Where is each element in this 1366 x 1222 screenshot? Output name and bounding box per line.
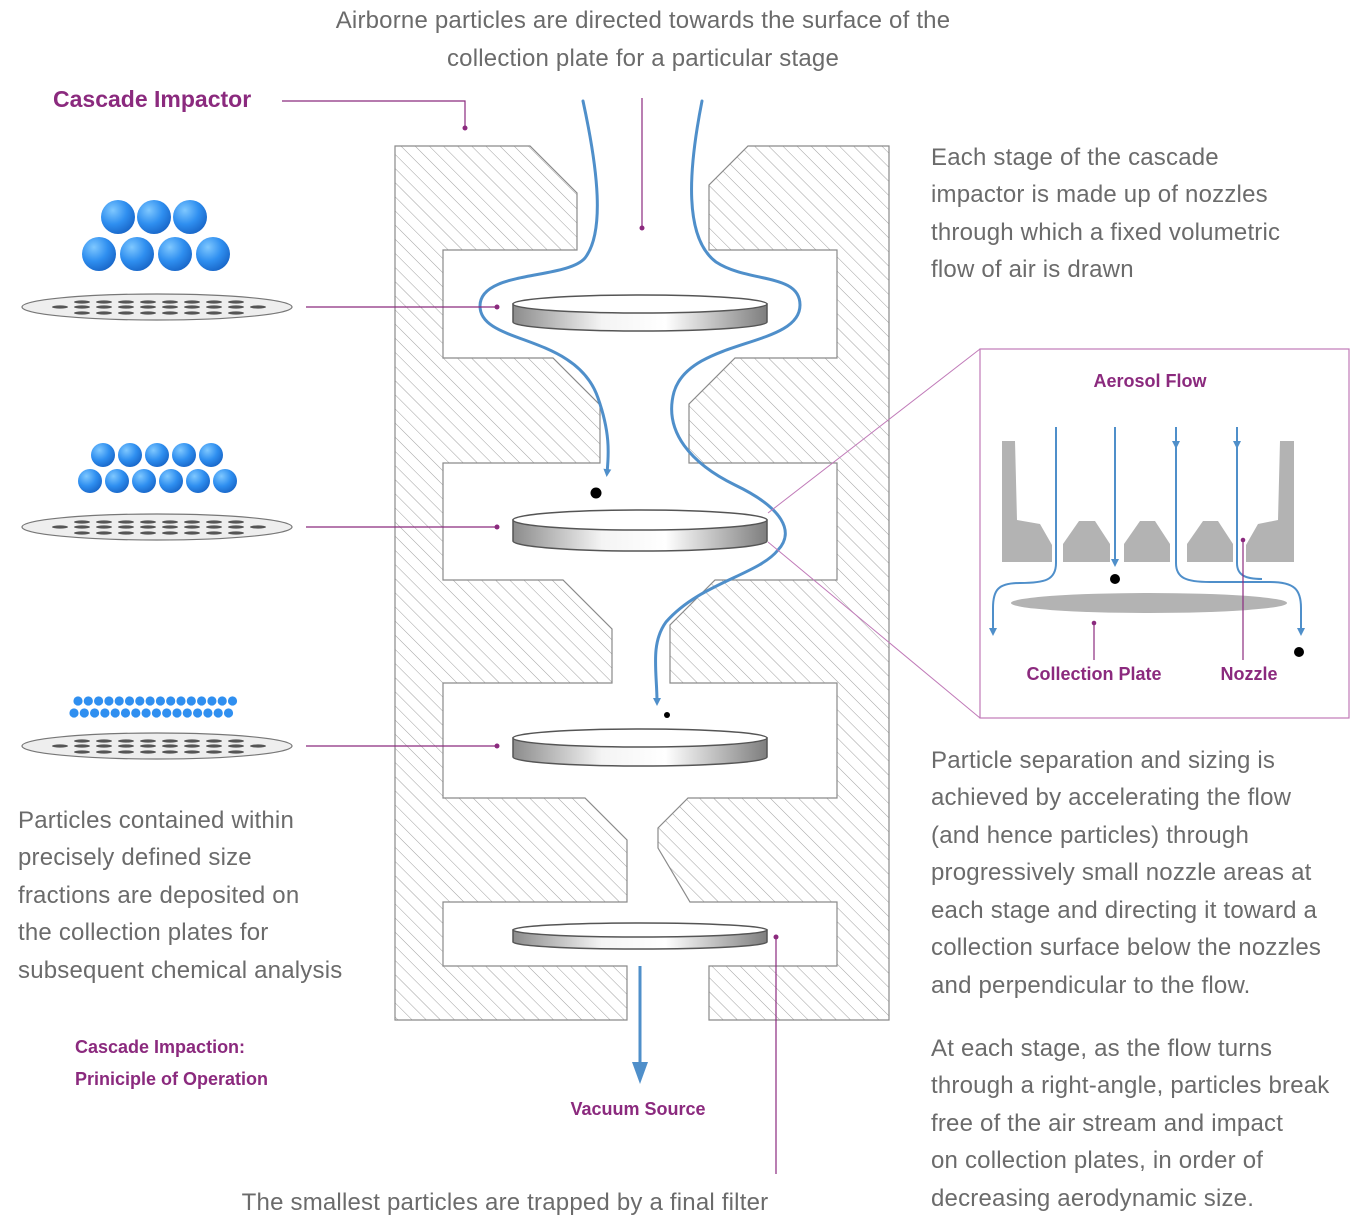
right-intro-line-3: through which a fixed volumetric xyxy=(931,219,1281,246)
small-particle xyxy=(145,696,155,706)
right-para1-line-6: collection surface below the nozzles xyxy=(931,934,1322,961)
small-particle xyxy=(176,696,186,706)
inset-nozzle-label: Nozzle xyxy=(1220,664,1278,684)
impactor-body xyxy=(394,145,890,1021)
small-particle xyxy=(227,696,238,706)
particle-dot-stage-3 xyxy=(664,712,670,718)
plate-stage-3 xyxy=(512,728,768,767)
small-particle xyxy=(141,708,151,718)
right-para1-line-3: (and hence particles) through xyxy=(931,822,1249,849)
sample-plate-small xyxy=(21,696,293,760)
page-title: Cascade Impactor xyxy=(53,86,252,112)
small-particle xyxy=(131,708,141,718)
right-intro-line-2: impactor is made up of nozzles xyxy=(931,181,1268,208)
right-para2-line-2: through a right-angle, particles break xyxy=(931,1072,1330,1099)
right-para1-line-4: progressively small nozzle areas at xyxy=(931,859,1312,886)
plate-final-filter xyxy=(512,922,768,950)
small-particle xyxy=(100,708,110,718)
leader-dots xyxy=(462,125,779,940)
sample-plate-medium xyxy=(21,443,293,541)
inset-particle-2 xyxy=(1294,647,1304,657)
right-para1-line-2: achieved by accelerating the flow xyxy=(931,784,1292,811)
small-particle xyxy=(124,696,135,706)
left-text-line-1: Particles contained within xyxy=(18,807,295,834)
inset-connector-top xyxy=(767,348,981,514)
right-para2-line-4: on collection plates, in order of xyxy=(931,1147,1264,1174)
inset-title: Aerosol Flow xyxy=(1093,371,1207,391)
plate-stage-2 xyxy=(512,509,768,552)
small-particle xyxy=(110,708,120,718)
top-caption-line-1: Airborne particles are directed towards … xyxy=(335,7,951,34)
small-particle xyxy=(207,696,217,706)
right-intro-line-1: Each stage of the cascade xyxy=(931,144,1219,171)
small-particle xyxy=(90,708,100,718)
small-particle xyxy=(151,708,161,718)
small-particle xyxy=(83,696,93,706)
plate-stage-1 xyxy=(512,294,768,332)
left-text-line-3: fractions are deposited on xyxy=(18,882,300,909)
right-intro-line-4: flow of air is drawn xyxy=(931,256,1134,283)
inset-nozzle-block xyxy=(1002,441,1294,562)
sample-plate-large xyxy=(21,200,293,321)
small-particle xyxy=(73,696,83,706)
right-para1-line-1: Particle separation and sizing is xyxy=(931,747,1276,774)
inset-particle-1 xyxy=(1110,574,1120,584)
small-particle xyxy=(155,696,165,706)
right-para2-line-5: decreasing aerodynamic size. xyxy=(931,1185,1255,1212)
inset-detail xyxy=(767,348,1350,719)
right-para2-line-3: free of the air stream and impact xyxy=(931,1110,1284,1137)
small-particle xyxy=(197,696,207,706)
sample-plates xyxy=(21,200,293,760)
flow-line-left xyxy=(478,99,612,477)
right-para1-line-7: and perpendicular to the flow. xyxy=(931,972,1251,999)
left-text-line-4: the collection plates for xyxy=(18,919,269,946)
small-particle xyxy=(69,708,79,718)
small-particle xyxy=(217,696,227,706)
small-particle xyxy=(104,696,114,706)
small-particle xyxy=(182,708,192,718)
impactor-plates xyxy=(512,294,768,950)
figure-caption-line-1: Cascade Impaction: xyxy=(75,1037,246,1057)
air-flow-lines xyxy=(478,99,802,706)
medium-particles xyxy=(78,443,237,493)
small-particle xyxy=(223,708,234,718)
bottom-caption: The smallest particles are trapped by a … xyxy=(241,1189,769,1216)
impactor-right-wall xyxy=(657,145,890,1021)
small-particle xyxy=(166,696,176,706)
inset-plate-label: Collection Plate xyxy=(1026,664,1162,684)
small-particle xyxy=(193,708,203,718)
small-particle xyxy=(172,708,182,718)
right-para1-line-5: each stage and directing it toward a xyxy=(931,897,1318,924)
top-caption-line-2: collection plate for a particular stage xyxy=(446,45,839,72)
left-text-line-2: precisely defined size xyxy=(18,844,252,871)
flow-line-right xyxy=(652,99,802,706)
small-particle xyxy=(213,708,223,718)
impactor-left-wall xyxy=(394,145,628,1021)
right-para2-line-1: At each stage, as the flow turns xyxy=(931,1035,1273,1062)
inset-flow-arrows xyxy=(989,427,1305,636)
small-particle xyxy=(94,696,104,706)
left-text-line-5: subsequent chemical analysis xyxy=(18,957,343,984)
inset-connector-bottom xyxy=(767,541,981,719)
small-particle xyxy=(203,708,213,718)
small-particles xyxy=(69,696,238,718)
small-particle xyxy=(135,696,145,706)
large-particles xyxy=(82,200,230,271)
leader-title xyxy=(282,100,466,128)
vacuum-source-label: Vacuum Source xyxy=(570,1099,706,1119)
leader-lines xyxy=(282,98,777,1174)
figure-caption-line-2: Priniciple of Operation xyxy=(75,1069,269,1089)
particle-dot-stage-2 xyxy=(590,487,602,499)
small-particle xyxy=(79,708,89,718)
small-particle xyxy=(114,696,124,706)
inset-collection-plate xyxy=(1011,593,1287,613)
small-particle xyxy=(120,708,131,718)
small-particle xyxy=(186,696,196,706)
inset-leaders xyxy=(1091,537,1246,660)
small-particle xyxy=(162,708,172,718)
vacuum-arrow xyxy=(632,966,648,1084)
